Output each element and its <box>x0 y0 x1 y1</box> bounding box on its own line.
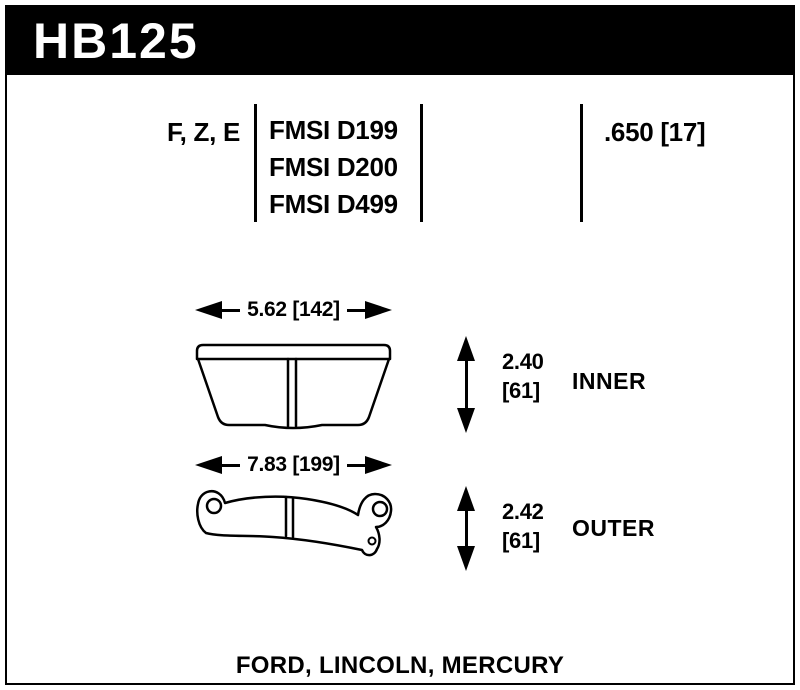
dimension-line <box>464 361 468 408</box>
outer-height-values: 2.42 [61] <box>502 497 544 555</box>
arrowhead-down <box>457 408 475 433</box>
header-bar: HB125 <box>7 7 793 75</box>
inner-height-dimension <box>456 336 476 433</box>
inner-pad-backing-plate <box>195 343 392 361</box>
inner-height-values: 2.40 [61] <box>502 347 544 405</box>
dimension-line <box>346 463 366 467</box>
outer-height-inches: 2.42 <box>502 499 544 524</box>
outer-pad-drawing <box>196 490 393 557</box>
vehicle-applications: FORD, LINCOLN, MERCURY <box>235 652 565 679</box>
part-number: HB125 <box>33 13 199 69</box>
inner-pad-friction-body <box>196 357 391 430</box>
arrowhead-down <box>457 546 475 571</box>
outer-height-dimension <box>456 486 476 571</box>
inner-pad-drawing <box>195 343 392 430</box>
dimension-line <box>222 463 241 467</box>
outer-pad-mounting-hole-right <box>371 500 389 518</box>
outer-pad-pin-hole <box>367 536 377 546</box>
outer-pad-outline <box>196 490 393 557</box>
outer-width-dimension: 7.83 [199] <box>195 452 393 478</box>
compound-codes: F, Z, E <box>166 117 240 147</box>
dimension-line <box>222 308 241 312</box>
dimension-line <box>464 511 468 546</box>
inner-width-dimension: 5.62 [142] <box>195 297 393 323</box>
fmsi-item: FMSI D499 <box>269 189 398 219</box>
column-divider <box>254 104 257 222</box>
fmsi-item: FMSI D200 <box>269 152 398 182</box>
fmsi-item: FMSI D199 <box>269 115 398 145</box>
fmsi-list: FMSI D199 FMSI D200 FMSI D499 <box>269 112 398 223</box>
outer-pad-mounting-hole-left <box>205 497 223 515</box>
inner-height-inches: 2.40 <box>502 349 544 374</box>
dimension-line <box>346 308 366 312</box>
outer-width-value: 7.83 [199] <box>247 453 340 476</box>
inner-width-value: 5.62 [142] <box>247 298 340 321</box>
column-divider <box>580 104 583 222</box>
arrowhead-left <box>195 456 222 474</box>
arrowhead-right <box>365 301 393 319</box>
column-divider <box>420 104 423 222</box>
inner-height-mm: [61] <box>502 378 540 403</box>
arrowhead-up <box>457 336 475 361</box>
outer-height-mm: [61] <box>502 528 540 553</box>
arrowhead-left <box>195 301 222 319</box>
pad-thickness: .650 [17] <box>604 117 706 147</box>
arrowhead-right <box>365 456 393 474</box>
inner-pad-label: INNER <box>572 368 647 394</box>
page-border <box>5 5 795 685</box>
outer-pad-label: OUTER <box>572 515 655 541</box>
arrowhead-up <box>457 486 475 511</box>
